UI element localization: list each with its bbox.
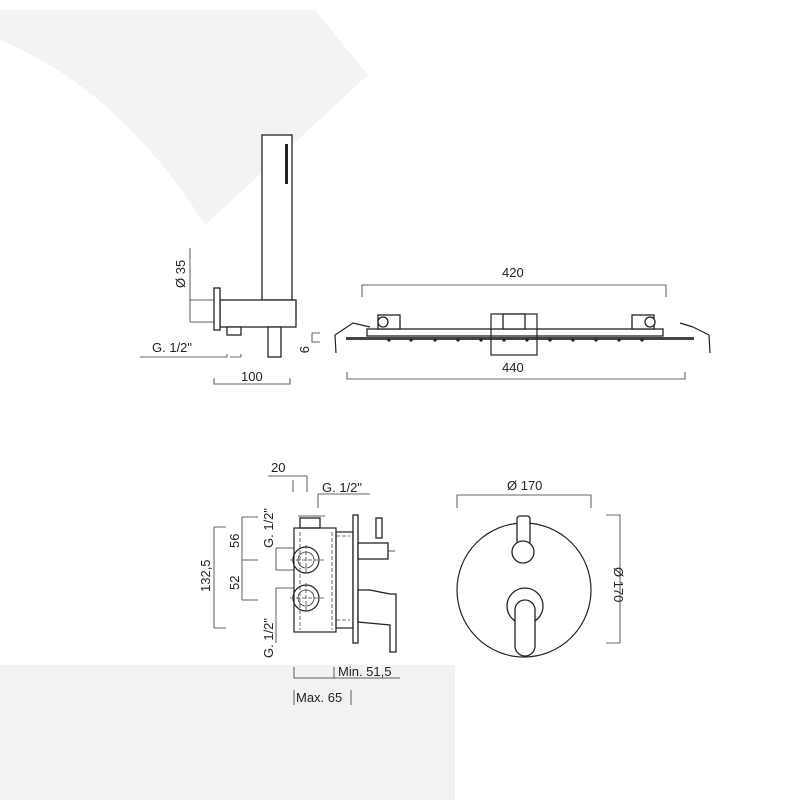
top-thread-label: G. 1/2" <box>322 480 362 495</box>
mixer-lever <box>514 599 536 657</box>
front-height-label: Ø 170 <box>611 567 626 602</box>
watermark-shape-top <box>0 10 368 225</box>
diameter-35-label: Ø 35 <box>173 260 188 288</box>
cover-plate <box>352 514 359 644</box>
width-440-label: 440 <box>502 360 524 375</box>
spacing-56-label: 56 <box>227 534 242 548</box>
watermark-band-bottom <box>0 665 455 800</box>
shower-plate <box>346 337 694 340</box>
depth-100-label: 100 <box>241 369 263 384</box>
wall-bracket <box>219 299 297 328</box>
hand-shower-side-view: Ø 35 G. 1/2" 100 9 <box>140 134 320 385</box>
lower-left-thread-label: G. 1/2" <box>261 618 276 658</box>
diverter-lever <box>516 515 531 545</box>
hose-outlet <box>267 326 282 358</box>
spacing-52-label: 52 <box>227 576 242 590</box>
overhead-shower-view: 420 440 <box>334 265 711 380</box>
nozzle-strip <box>285 144 288 184</box>
wall-plate <box>213 287 221 331</box>
hand-thread-label: G. 1/2" <box>152 340 192 355</box>
max-depth-label: Max. 65 <box>296 690 342 705</box>
thickness-9-label: 9 <box>297 346 312 353</box>
front-width-label: Ø 170 <box>507 478 542 493</box>
upper-left-thread-label: G. 1/2" <box>261 508 276 548</box>
height-132-5-label: 132,5 <box>198 559 213 592</box>
width-420-label: 420 <box>502 265 524 280</box>
mixer-side-view: 20 G. 1/2" 132,5 56 52 G. 1/2" G. 1/2" M… <box>198 460 400 705</box>
offset-20-label: 20 <box>271 460 285 475</box>
mixer-front-view: Ø 170 Ø 170 <box>456 478 626 658</box>
min-depth-label: Min. 51,5 <box>338 664 391 679</box>
hose-connector <box>226 326 242 336</box>
